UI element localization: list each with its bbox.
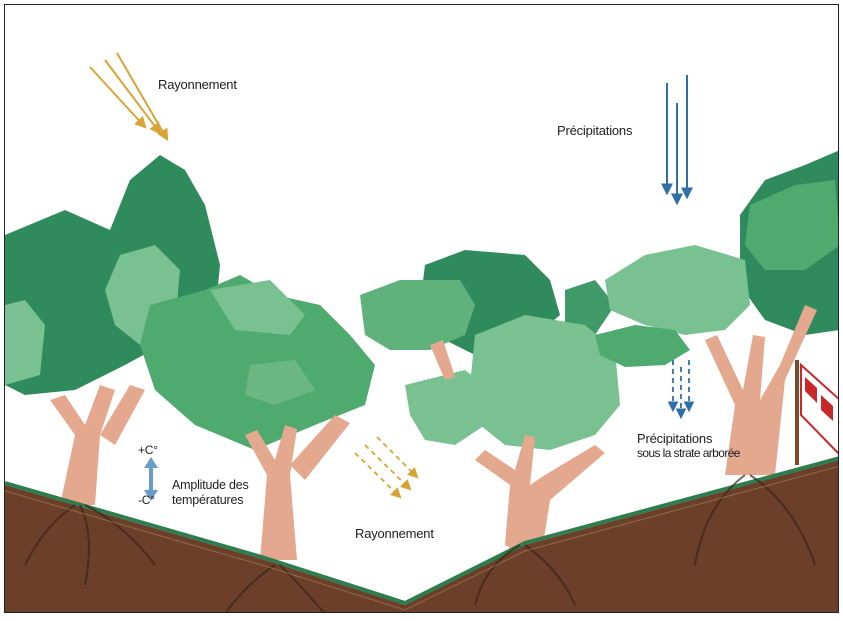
radiation-top-arrows-icon xyxy=(90,53,167,139)
radiation-label: Rayonnement xyxy=(158,77,237,92)
radiation-under-canopy-arrows-icon xyxy=(355,437,417,497)
amplitude-line2: températures xyxy=(172,493,249,508)
radiation-under-canopy-label: Rayonnement xyxy=(355,526,434,541)
amplitude-line1: Amplitude des xyxy=(172,478,249,493)
precipitation-top-arrows-icon xyxy=(667,75,687,203)
temp-plus-label: +C° xyxy=(138,443,158,458)
amplitude-label: Amplitude des températures xyxy=(172,478,249,508)
precipitation-under-line2: sous la strate arborée xyxy=(637,446,740,461)
striped-barrier-icon xyxy=(795,360,839,465)
precipitation-under-canopy-arrows-icon xyxy=(673,360,689,417)
forest-climate-scene xyxy=(5,5,839,613)
precipitation-under-canopy-label: Précipitations sous la strate arborée xyxy=(637,431,740,461)
precipitation-under-line1: Précipitations xyxy=(637,431,740,446)
diagram-frame: Rayonnement Précipitations Rayonnement P… xyxy=(4,4,839,613)
precipitation-label: Précipitations xyxy=(557,123,632,138)
tree-center-left xyxy=(140,275,375,560)
temp-minus-label: -C° xyxy=(138,493,155,508)
